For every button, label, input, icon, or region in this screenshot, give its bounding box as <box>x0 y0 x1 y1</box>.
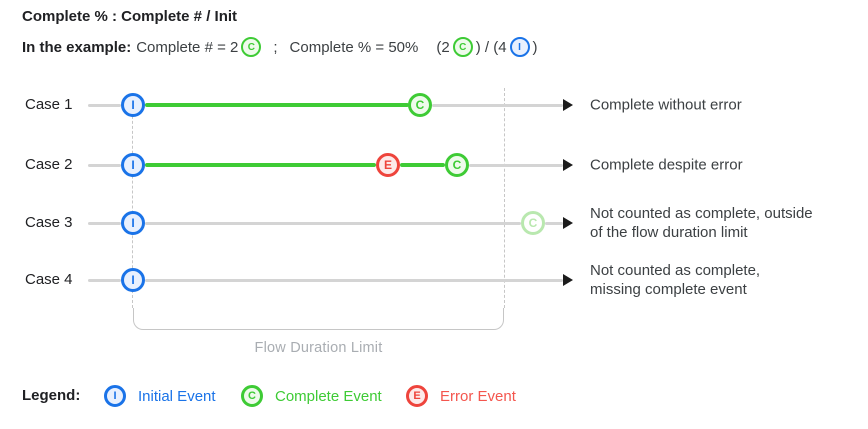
error-event-icon: E <box>406 385 428 407</box>
case-1-row: Case 1 I C Complete without error <box>0 93 868 117</box>
icon-letter: C <box>459 41 467 53</box>
initial-event-icon: I <box>121 268 145 292</box>
connector-line <box>88 278 121 282</box>
timeline-line <box>432 103 563 107</box>
icon-letter: I <box>131 273 135 287</box>
example-calc-open: (2 <box>436 38 450 56</box>
legend-title: Legend: <box>22 387 81 404</box>
example-complete-count: Complete # = 2 <box>136 38 239 56</box>
icon-letter: C <box>247 41 255 53</box>
icon-letter: E <box>413 390 421 402</box>
icon-letter: C <box>415 98 425 112</box>
legend-item-initial: I Initial Event <box>104 385 216 407</box>
success-line <box>145 103 409 107</box>
legend-item-error: E Error Event <box>406 385 516 407</box>
connector-line <box>88 221 121 225</box>
timeline-arrow-icon <box>563 274 573 286</box>
connector-line <box>88 103 121 107</box>
icon-letter: I <box>131 158 135 172</box>
case-label: Case 3 <box>25 214 73 231</box>
case-4-row: Case 4 I Not counted as complete, missin… <box>0 262 868 298</box>
timeline-arrow-icon <box>563 99 573 111</box>
icon-letter: C <box>248 390 256 402</box>
complete-event-icon: C <box>241 385 263 407</box>
initial-event-icon: I <box>104 385 126 407</box>
complete-event-icon: C <box>452 37 473 57</box>
case-description: Complete without error <box>590 96 742 114</box>
flow-limit-guide-line <box>503 88 505 308</box>
connector-line <box>88 163 121 167</box>
case-label: Case 1 <box>25 96 73 113</box>
case-description: Complete despite error <box>590 156 743 174</box>
complete-event-icon: C <box>241 37 262 57</box>
timeline-arrow-icon <box>563 217 573 229</box>
case-label: Case 4 <box>25 271 73 288</box>
initial-event-icon: I <box>509 37 530 57</box>
example-calc-close: ) <box>532 38 538 56</box>
timeline-line <box>145 221 521 225</box>
timeline-line <box>545 221 563 225</box>
success-line <box>145 163 376 167</box>
case-description: Not counted as complete, missing complet… <box>590 262 761 298</box>
timeline-arrow-icon <box>563 159 573 171</box>
flow-duration-label: Flow Duration Limit <box>254 340 383 356</box>
success-line <box>400 163 445 167</box>
icon-letter: C <box>528 216 538 230</box>
complete-event-icon: C <box>445 153 469 177</box>
legend: Legend: I Initial Event C Complete Event… <box>0 384 868 408</box>
error-event-icon: E <box>376 153 400 177</box>
case-2-row: Case 2 I E C Complete despite error <box>0 153 868 177</box>
formula-title: Complete % : Complete # / Init <box>22 8 238 25</box>
example-complete-pct: Complete % = 50% <box>289 38 419 56</box>
legend-label: Initial Event <box>138 387 216 405</box>
icon-letter: I <box>131 216 135 230</box>
legend-label: Error Event <box>440 387 516 405</box>
example-prefix: In the example: <box>22 38 132 56</box>
flow-duration-bracket <box>133 308 504 330</box>
initial-event-icon: I <box>121 153 145 177</box>
legend-label: Complete Event <box>275 387 382 405</box>
icon-letter: I <box>131 98 135 112</box>
icon-letter: C <box>452 158 462 172</box>
timeline-line <box>145 278 563 282</box>
initial-event-icon: I <box>121 93 145 117</box>
example-calc-mid: ) / (4 <box>475 38 507 56</box>
icon-letter: I <box>113 390 117 402</box>
example-separator: ; <box>273 38 278 56</box>
icon-letter: E <box>383 158 392 172</box>
icon-letter: I <box>518 41 521 53</box>
flow-start-guide-line <box>132 96 133 308</box>
case-label: Case 2 <box>25 156 73 173</box>
complete-event-icon: C <box>408 93 432 117</box>
timeline-line <box>469 163 563 167</box>
example-line: In the example: Complete # = 2 C ; Compl… <box>22 34 538 60</box>
initial-event-icon: I <box>121 211 145 235</box>
legend-item-complete: C Complete Event <box>241 385 382 407</box>
case-3-row: Case 3 I C Not counted as complete, outs… <box>0 205 868 241</box>
case-description: Not counted as complete, outside of the … <box>590 205 813 241</box>
late-complete-event-icon: C <box>521 211 545 235</box>
